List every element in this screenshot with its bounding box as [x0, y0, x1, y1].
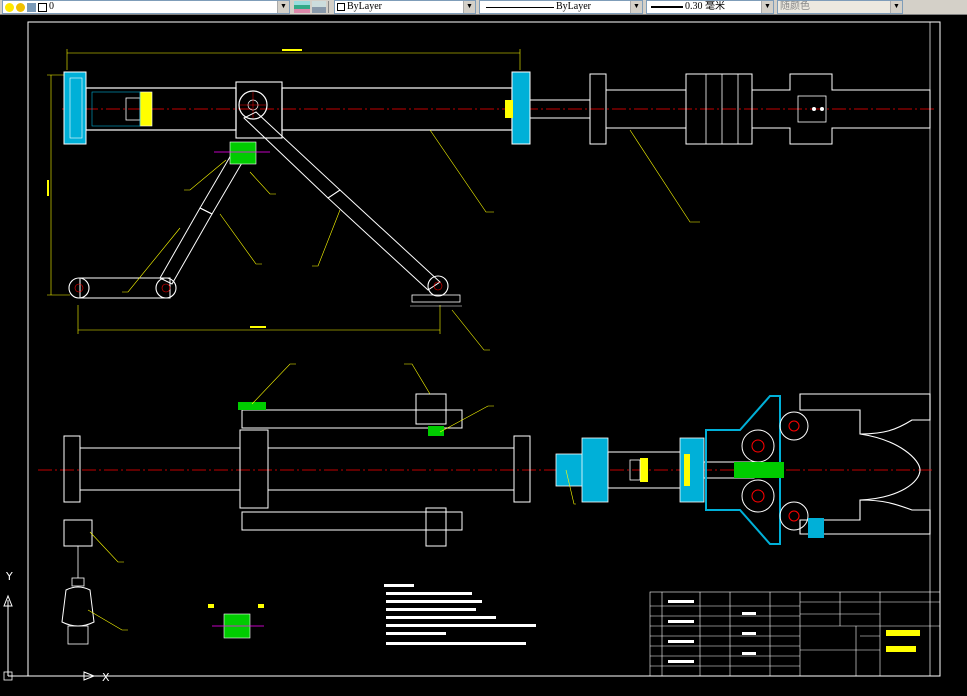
- linetype-sample: [486, 6, 554, 8]
- separator: [328, 1, 329, 13]
- plotstyle-dropdown[interactable]: 随颜色 ▼: [777, 0, 903, 14]
- frame-margin: [929, 21, 941, 677]
- color-square-icon: [337, 3, 345, 11]
- chevron-down-icon[interactable]: ▼: [463, 1, 475, 13]
- ucs-x-label: X: [102, 671, 110, 684]
- sun-icon: [16, 2, 25, 12]
- lock-icon: [27, 2, 36, 12]
- layer-color-icon: [38, 2, 47, 12]
- lineweight-value: 0.30 毫米: [685, 1, 725, 12]
- drawing-border: [27, 21, 941, 677]
- bulb-icon: [5, 2, 14, 12]
- lineweight-sample: [651, 6, 683, 8]
- chevron-down-icon[interactable]: ▼: [761, 1, 773, 13]
- drawing-canvas[interactable]: Y X: [0, 15, 967, 696]
- chevron-down-icon[interactable]: ▼: [890, 1, 902, 13]
- title-block: [649, 591, 941, 677]
- upper-view: [47, 49, 935, 351]
- linetype-value: ByLayer: [556, 1, 591, 12]
- lower-view: [38, 363, 935, 645]
- plotstyle-value: 随颜色: [780, 1, 810, 12]
- linetype-dropdown[interactable]: ByLayer ▼: [479, 0, 643, 14]
- ucs-y-label: Y: [5, 570, 13, 583]
- layer-stack-icon[interactable]: [294, 1, 310, 13]
- ucs-icon: Y X: [3, 570, 110, 684]
- color-dropdown[interactable]: ByLayer ▼: [334, 0, 476, 14]
- technical-notes: [384, 584, 536, 645]
- layer-dropdown[interactable]: 0 ▼: [2, 0, 290, 14]
- chevron-down-icon[interactable]: ▼: [277, 1, 289, 13]
- layer-name: 0: [49, 1, 54, 12]
- properties-toolbar: 0 ▼ ByLayer ▼ ByLayer ▼ 0.30 毫米 ▼ 随颜色 ▼: [0, 0, 967, 15]
- lineweight-dropdown[interactable]: 0.30 毫米 ▼: [646, 0, 774, 14]
- color-value: ByLayer: [347, 1, 382, 12]
- chevron-down-icon[interactable]: ▼: [630, 1, 642, 13]
- layer-previous-icon[interactable]: [312, 1, 326, 13]
